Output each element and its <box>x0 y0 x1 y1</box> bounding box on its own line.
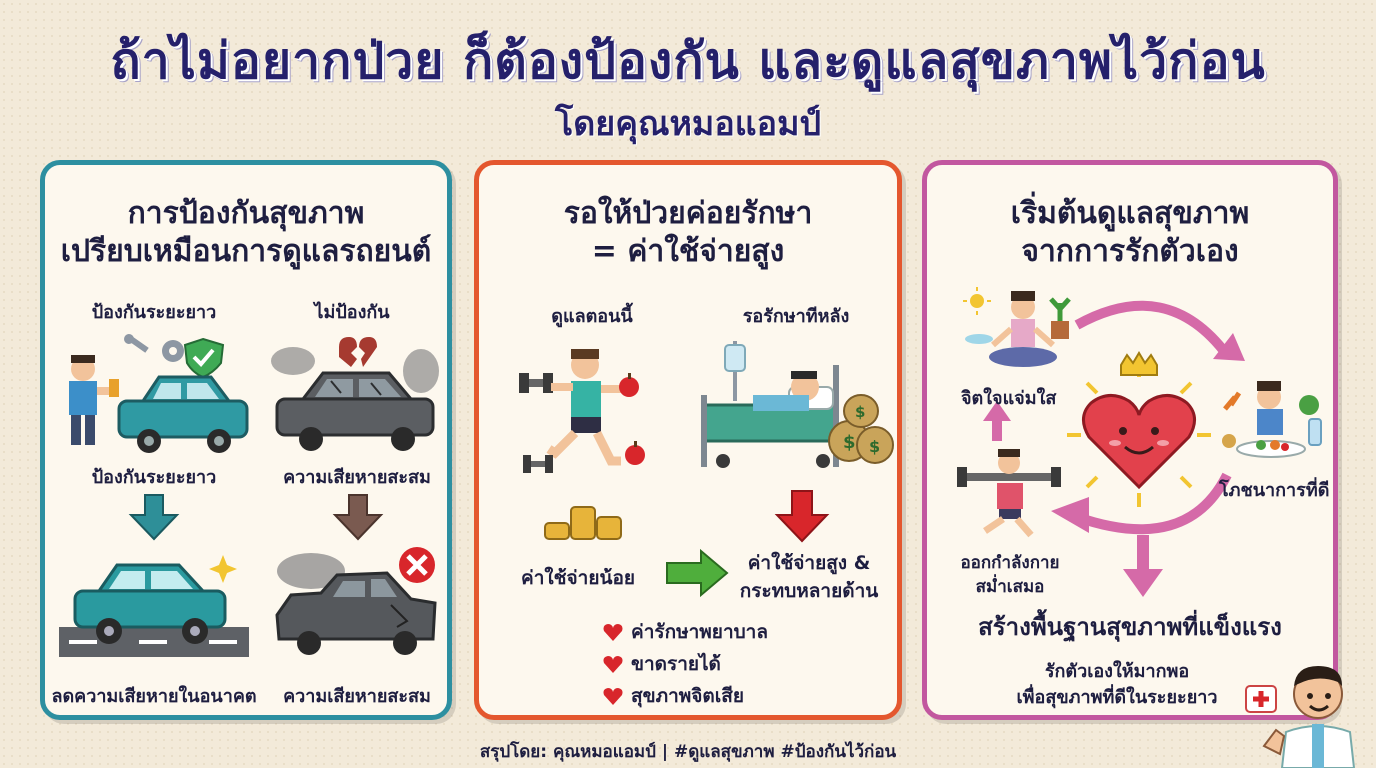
exercising-person-illustration <box>519 349 645 473</box>
panel1-right-header: ไม่ป้องกัน <box>314 302 390 323</box>
dumbbell-icon <box>957 467 1061 487</box>
apple-icon <box>625 441 645 465</box>
cost-bullet-text-3: สุขภาพจิตเสีย <box>631 685 744 707</box>
cost-bullet-2: ขาดรายได้ <box>603 649 721 679</box>
panel1-right-mid: ความเสียหายสะสม <box>283 467 431 488</box>
foundation-label: สร้างพื้นฐานสุขภาพที่แข็งแรง <box>978 613 1282 641</box>
dumbbell-icon <box>523 455 553 473</box>
panel1-heading: การป้องกันสุขภาพ เปรียบเหมือนการดูแลรถยน… <box>45 195 447 271</box>
mechanic-car-illustration <box>69 334 249 453</box>
x-circle-icon <box>399 547 435 583</box>
crown-icon <box>1120 351 1158 376</box>
footer-credit: สรุปโดย: คุณหมอแอมป์ | #ดูแลสุขภาพ #ป้อง… <box>479 742 897 762</box>
wrench-icon <box>124 334 149 353</box>
panel2-heading-line2: = ค่าใช้จ่ายสูง <box>591 234 785 269</box>
closing-line1: รักตัวเองให้มากพอ <box>1044 661 1190 682</box>
cost-bullet-3: สุขภาพจิตเสีย <box>603 681 744 711</box>
car-on-road-illustration <box>59 555 249 657</box>
panel3-heading: เริ่มต้นดูแลสุขภาพ จากการรักตัวเอง <box>927 195 1333 271</box>
panel2-right-cost: ค่าใช้จ่ายสูง & กระทบหลายด้าน <box>719 549 899 605</box>
red-down-arrow <box>774 490 830 543</box>
heart-icon <box>1082 394 1196 490</box>
clean-car-blue <box>117 375 249 453</box>
damaged-car-illustration <box>271 337 439 451</box>
coin-stack-icon <box>544 506 622 540</box>
panel1-left-header: ป้องกันระยะยาว <box>91 302 217 323</box>
panel3-heading-line2: จากการรักตัวเอง <box>1021 234 1239 269</box>
panel-self-love: เริ่มต้นดูแลสุขภาพ จากการรักตัวเอง จิตใจ… <box>922 160 1338 720</box>
shield-check-icon <box>183 337 225 379</box>
closing-line2: เพื่อสุขภาพที่ดีในระยะยาว <box>1016 687 1218 708</box>
money-bags: $ $ $ <box>828 394 894 464</box>
hospital-bed-illustration: $ $ $ <box>701 341 894 468</box>
meditating-person-illustration <box>963 287 1071 367</box>
eating-person-illustration <box>1222 381 1322 458</box>
sun-icon <box>963 287 991 315</box>
panel1-heading-line1: การป้องกันสุขภาพ <box>127 196 365 231</box>
dumbbell-icon <box>519 373 553 393</box>
panel2-heading-line1: รอให้ป่วยค่อยรักษา <box>563 196 813 231</box>
panel1-right-bottom: ความเสียหายสะสม <box>283 686 431 707</box>
teal-down-arrow <box>128 494 180 541</box>
heart-icon <box>603 656 623 673</box>
lifting-person-illustration <box>957 449 1061 538</box>
mind-label: จิตใจแจ่มใส <box>961 388 1057 409</box>
medical-kit-icon <box>1245 685 1277 713</box>
broken-heart-icon <box>339 337 377 367</box>
panel-car-analogy: การป้องกันสุขภาพ เปรียบเหมือนการดูแลรถยน… <box>40 160 452 720</box>
panel2-right-header: รอรักษาทีหลัง <box>742 306 850 327</box>
mechanic-figure <box>69 355 119 445</box>
brown-down-arrow <box>332 494 384 541</box>
exercise-label-line2: สม่ำเสมอ <box>975 577 1045 597</box>
doctor-mascot-illustration <box>1245 666 1356 768</box>
cost-bullet-text-2: ขาดรายได้ <box>631 653 721 675</box>
heart-icon <box>603 688 623 705</box>
sparkle-icon <box>209 555 237 583</box>
wrecked-car-gray <box>275 571 437 655</box>
page-subtitle: โดยคุณหมอแอมป์ <box>554 104 822 144</box>
panel2-heading: รอให้ป่วยค่อยรักษา = ค่าใช้จ่ายสูง <box>479 195 897 271</box>
panel2-right-cost-line1: ค่าใช้จ่ายสูง & <box>747 552 871 574</box>
new-car-teal <box>73 563 227 644</box>
wrecked-car-illustration <box>275 547 437 655</box>
exercise-label: ออกกำลังกาย สม่ำเสมอ <box>945 551 1075 599</box>
panel1-left-mid: ป้องกันระยะยาว <box>91 467 217 488</box>
damaged-car-gray <box>275 371 435 451</box>
cost-bullet-1: ค่ารักษาพยาบาล <box>603 617 768 647</box>
heart-icon <box>603 624 623 641</box>
panel1-left-bottom: ลดความเสียหายในอนาคต <box>51 686 257 707</box>
panel2-right-cost-line2: กระทบหลายด้าน <box>739 580 879 602</box>
apple-icon <box>619 373 639 397</box>
exercise-label-line1: ออกกำลังกาย <box>960 553 1060 573</box>
green-right-arrow <box>666 548 729 598</box>
panel3-heading-line1: เริ่มต้นดูแลสุขภาพ <box>1010 196 1250 231</box>
svg-text:$: $ <box>843 432 856 453</box>
panel2-left-cost: ค่าใช้จ่ายน้อย <box>521 567 636 589</box>
health-cycle-arrows <box>983 300 1245 597</box>
page-title: ถ้าไม่อยากป่วย ก็ต้องป้องกัน และดูแลสุขภ… <box>110 32 1266 90</box>
svg-text:$: $ <box>855 403 865 421</box>
closing-message: รักตัวเองให้มากพอ เพื่อสุขภาพที่ดีในระยะ… <box>987 659 1247 711</box>
glowing-heart-illustration <box>1067 351 1211 507</box>
panel-cost-of-waiting: รอให้ป่วยค่อยรักษา = ค่าใช้จ่ายสูง ดูแลต… <box>474 160 902 720</box>
gear-icon <box>162 340 184 362</box>
svg-text:$: $ <box>869 437 880 456</box>
plant-icon <box>1049 297 1071 339</box>
panel2-left-header: ดูแลตอนนี้ <box>551 306 633 327</box>
nutrition-label: โภชนาการที่ดี <box>1219 480 1330 501</box>
panel1-heading-line2: เปรียบเหมือนการดูแลรถยนต์ <box>60 234 432 269</box>
cost-bullet-text-1: ค่ารักษาพยาบาล <box>631 621 768 643</box>
